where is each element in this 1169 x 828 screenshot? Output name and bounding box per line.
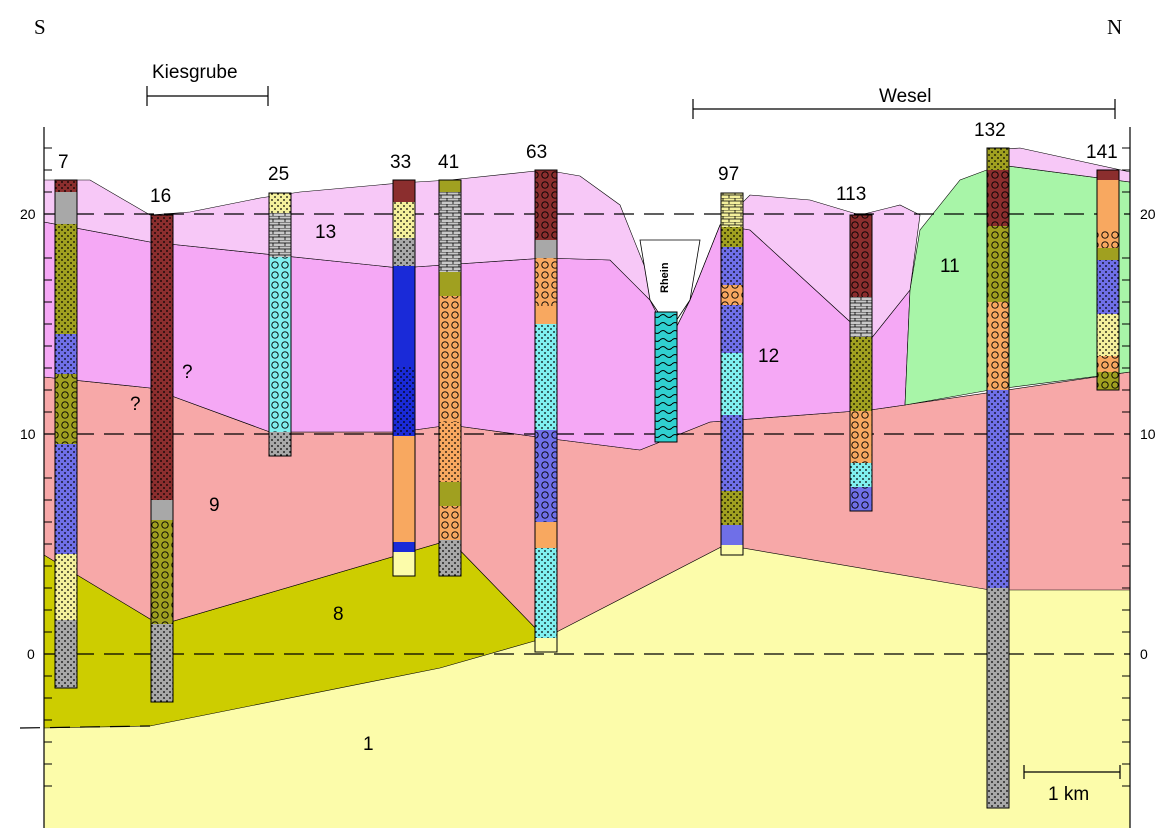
axis-label-0-right: 0 bbox=[1140, 646, 1148, 662]
reference-lines bbox=[19, 213, 1130, 729]
axis-label-10-right: 10 bbox=[1140, 426, 1156, 442]
ref-line-base bbox=[19, 725, 151, 729]
axis-ticks bbox=[44, 147, 1130, 787]
scale-label: 1 km bbox=[1048, 784, 1089, 805]
borehole-label-141: 141 bbox=[1086, 142, 1118, 163]
rhein-label: Rhein bbox=[659, 262, 671, 293]
borehole-7: 7 bbox=[54, 152, 78, 689]
unit-label-9: 9 bbox=[209, 495, 220, 516]
question-mark-2: ? bbox=[130, 394, 141, 415]
borehole-label-63: 63 bbox=[526, 142, 547, 163]
borehole-41: 41 bbox=[438, 152, 462, 577]
unit-label-12: 12 bbox=[758, 346, 779, 367]
axis-label-20-left: 20 bbox=[20, 206, 36, 222]
borehole-63: 63 bbox=[526, 142, 558, 653]
rhein-column: Rhein bbox=[654, 262, 678, 443]
kiesgrube-bracket bbox=[146, 86, 269, 106]
axis-labels: 20 10 0 20 10 0 bbox=[20, 206, 1156, 662]
borehole-label-97: 97 bbox=[718, 164, 739, 185]
unit-label-11: 11 bbox=[940, 256, 960, 277]
compass-north: N bbox=[1107, 15, 1122, 39]
wesel-label: Wesel bbox=[879, 86, 931, 107]
unit-11-area bbox=[904, 164, 1131, 406]
borehole-16: 16 bbox=[150, 186, 174, 703]
axis-label-10-left: 10 bbox=[20, 426, 36, 442]
unit-label-13: 13 bbox=[315, 222, 336, 243]
borehole-label-16: 16 bbox=[150, 186, 171, 207]
borehole-label-41: 41 bbox=[438, 152, 459, 173]
wesel-bracket bbox=[692, 99, 1116, 119]
unit-label-8: 8 bbox=[333, 604, 344, 625]
boreholes: 7 16 25 33 bbox=[54, 120, 1120, 809]
borehole-label-7: 7 bbox=[58, 152, 69, 173]
borehole-label-25: 25 bbox=[268, 164, 289, 185]
scale-bar bbox=[1023, 765, 1121, 779]
borehole-label-132: 132 bbox=[974, 120, 1006, 141]
kiesgrube-label: Kiesgrube bbox=[152, 62, 238, 83]
unit-13-area bbox=[43, 169, 921, 341]
borehole-25: 25 bbox=[268, 164, 292, 457]
borehole-97: 97 bbox=[718, 164, 744, 556]
question-mark-1: ? bbox=[182, 362, 193, 383]
axis-label-0-left: 0 bbox=[27, 646, 35, 662]
borehole-label-113: 113 bbox=[836, 184, 866, 205]
borehole-33: 33 bbox=[390, 152, 416, 577]
rhein-channel bbox=[639, 239, 701, 331]
axis-label-20-right: 20 bbox=[1140, 206, 1156, 222]
strata bbox=[43, 147, 1131, 828]
unit-label-1: 1 bbox=[363, 734, 374, 755]
borehole-132: 132 bbox=[974, 120, 1010, 809]
borehole-label-33: 33 bbox=[390, 152, 411, 173]
borehole-113: 113 bbox=[836, 184, 873, 512]
compass-south: S bbox=[34, 15, 46, 39]
borehole-141: 141 bbox=[1086, 142, 1120, 391]
